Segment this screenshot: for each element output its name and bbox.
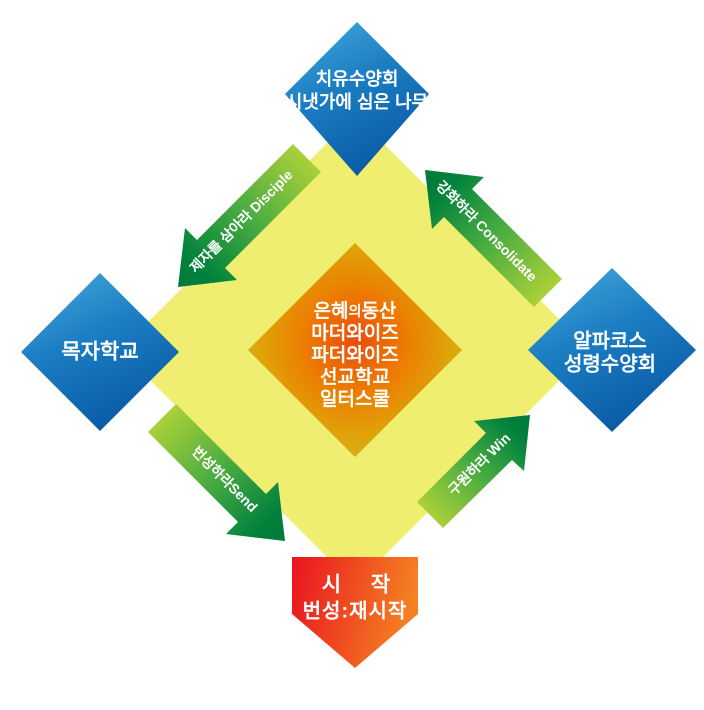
- bottom-node-line-1: 시 작: [322, 574, 402, 597]
- top-node-line-1: 치유수양회: [316, 69, 399, 89]
- left-node-diamond: [21, 273, 179, 431]
- right-node-line-2: 성령수양회: [564, 352, 656, 375]
- center-diamond: [248, 243, 462, 457]
- left-node: 목자학교: [21, 273, 179, 431]
- right-node-diamond: [528, 268, 696, 432]
- center-line-1-part-3: 동산: [361, 300, 396, 322]
- bottom-node: 시 작 번성:재시작: [292, 557, 418, 668]
- top-node-line-2: 시냇가에 심은 나무: [286, 92, 428, 112]
- left-node-label: 목자학교: [61, 341, 138, 364]
- center-node: 은혜의동산 마더와이즈 파더와이즈 선교학교 일터스쿨: [248, 243, 462, 457]
- arrow-send-shape: [148, 404, 285, 541]
- arrow-win-shape: [417, 415, 530, 528]
- right-node-line-1: 알파코스: [573, 329, 647, 352]
- center-line-4: 선교학교: [320, 366, 390, 388]
- arrow-disciple-shape: [178, 144, 321, 287]
- center-line-1-part-2: 의: [349, 303, 362, 319]
- top-node-diamond: [285, 22, 429, 176]
- top-node: 치유수양회 시냇가에 심은 나무: [285, 22, 429, 176]
- right-node: 알파코스 성령수양회: [528, 268, 696, 432]
- bottom-node-line-2: 번성:재시작: [303, 599, 408, 622]
- center-line-5: 일터스쿨: [320, 388, 390, 410]
- center-line-2: 마더와이즈: [311, 322, 398, 344]
- center-line-1: 은혜의동산: [314, 300, 397, 322]
- bottom-node-pentagon: [292, 557, 418, 668]
- arrow-consolidate-shape: [425, 170, 562, 307]
- center-line-1-part-1: 은혜: [314, 300, 349, 322]
- center-line-3: 파더와이즈: [311, 344, 398, 366]
